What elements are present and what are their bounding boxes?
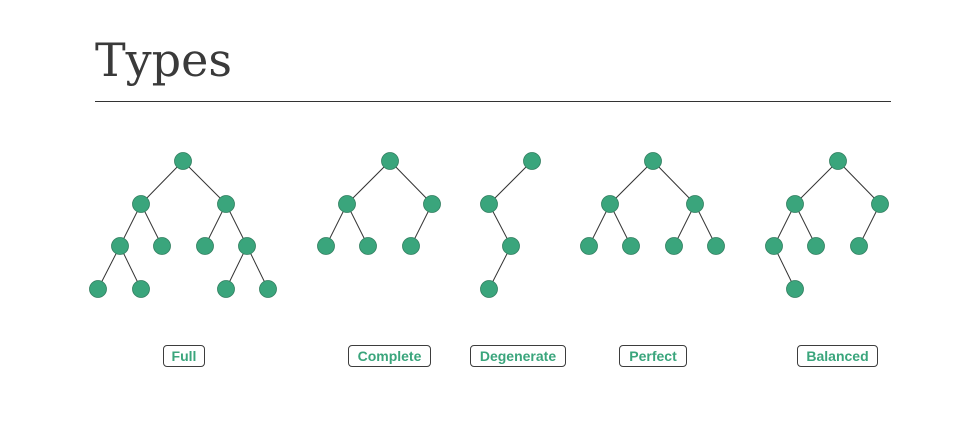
label-degenerate: Degenerate (470, 345, 566, 367)
tree-node (707, 237, 725, 255)
tree-edge (182, 160, 227, 205)
tree-node (423, 195, 441, 213)
tree-node (381, 152, 399, 170)
tree-complete (317, 152, 441, 255)
tree-node (402, 237, 420, 255)
tree-degenerate (480, 152, 541, 298)
tree-node (829, 152, 847, 170)
tree-edge (488, 160, 533, 205)
tree-node (580, 237, 598, 255)
label-full: Full (163, 345, 205, 367)
tree-node (786, 195, 804, 213)
tree-node (480, 195, 498, 213)
tree-node (601, 195, 619, 213)
tree-perfect (580, 152, 725, 255)
tree-node (665, 237, 683, 255)
title-divider (95, 101, 891, 102)
tree-edge (794, 160, 839, 205)
tree-node (480, 280, 498, 298)
tree-node (359, 237, 377, 255)
label-complete: Complete (348, 345, 431, 367)
tree-node (317, 237, 335, 255)
tree-full (89, 152, 277, 298)
tree-node (850, 237, 868, 255)
label-perfect: Perfect (619, 345, 687, 367)
tree-node (686, 195, 704, 213)
tree-node (807, 237, 825, 255)
tree-edge (389, 160, 433, 205)
tree-node (786, 280, 804, 298)
tree-node (132, 195, 150, 213)
tree-node (622, 237, 640, 255)
tree-node (89, 280, 107, 298)
tree-edge (652, 160, 696, 205)
tree-node (132, 280, 150, 298)
tree-node (196, 237, 214, 255)
tree-node (765, 237, 783, 255)
tree-node (174, 152, 192, 170)
tree-edge (837, 160, 881, 205)
tree-balanced (765, 152, 889, 298)
tree-node (111, 237, 129, 255)
tree-edge (346, 160, 391, 205)
tree-node (238, 237, 256, 255)
label-balanced: Balanced (797, 345, 878, 367)
tree-node (217, 195, 235, 213)
tree-node (523, 152, 541, 170)
tree-node (502, 237, 520, 255)
tree-node (259, 280, 277, 298)
tree-edge (609, 160, 654, 205)
slide-title: Types (95, 33, 232, 87)
tree-edge (140, 160, 184, 205)
tree-node (338, 195, 356, 213)
tree-node (217, 280, 235, 298)
tree-node (644, 152, 662, 170)
tree-node (153, 237, 171, 255)
tree-node (871, 195, 889, 213)
